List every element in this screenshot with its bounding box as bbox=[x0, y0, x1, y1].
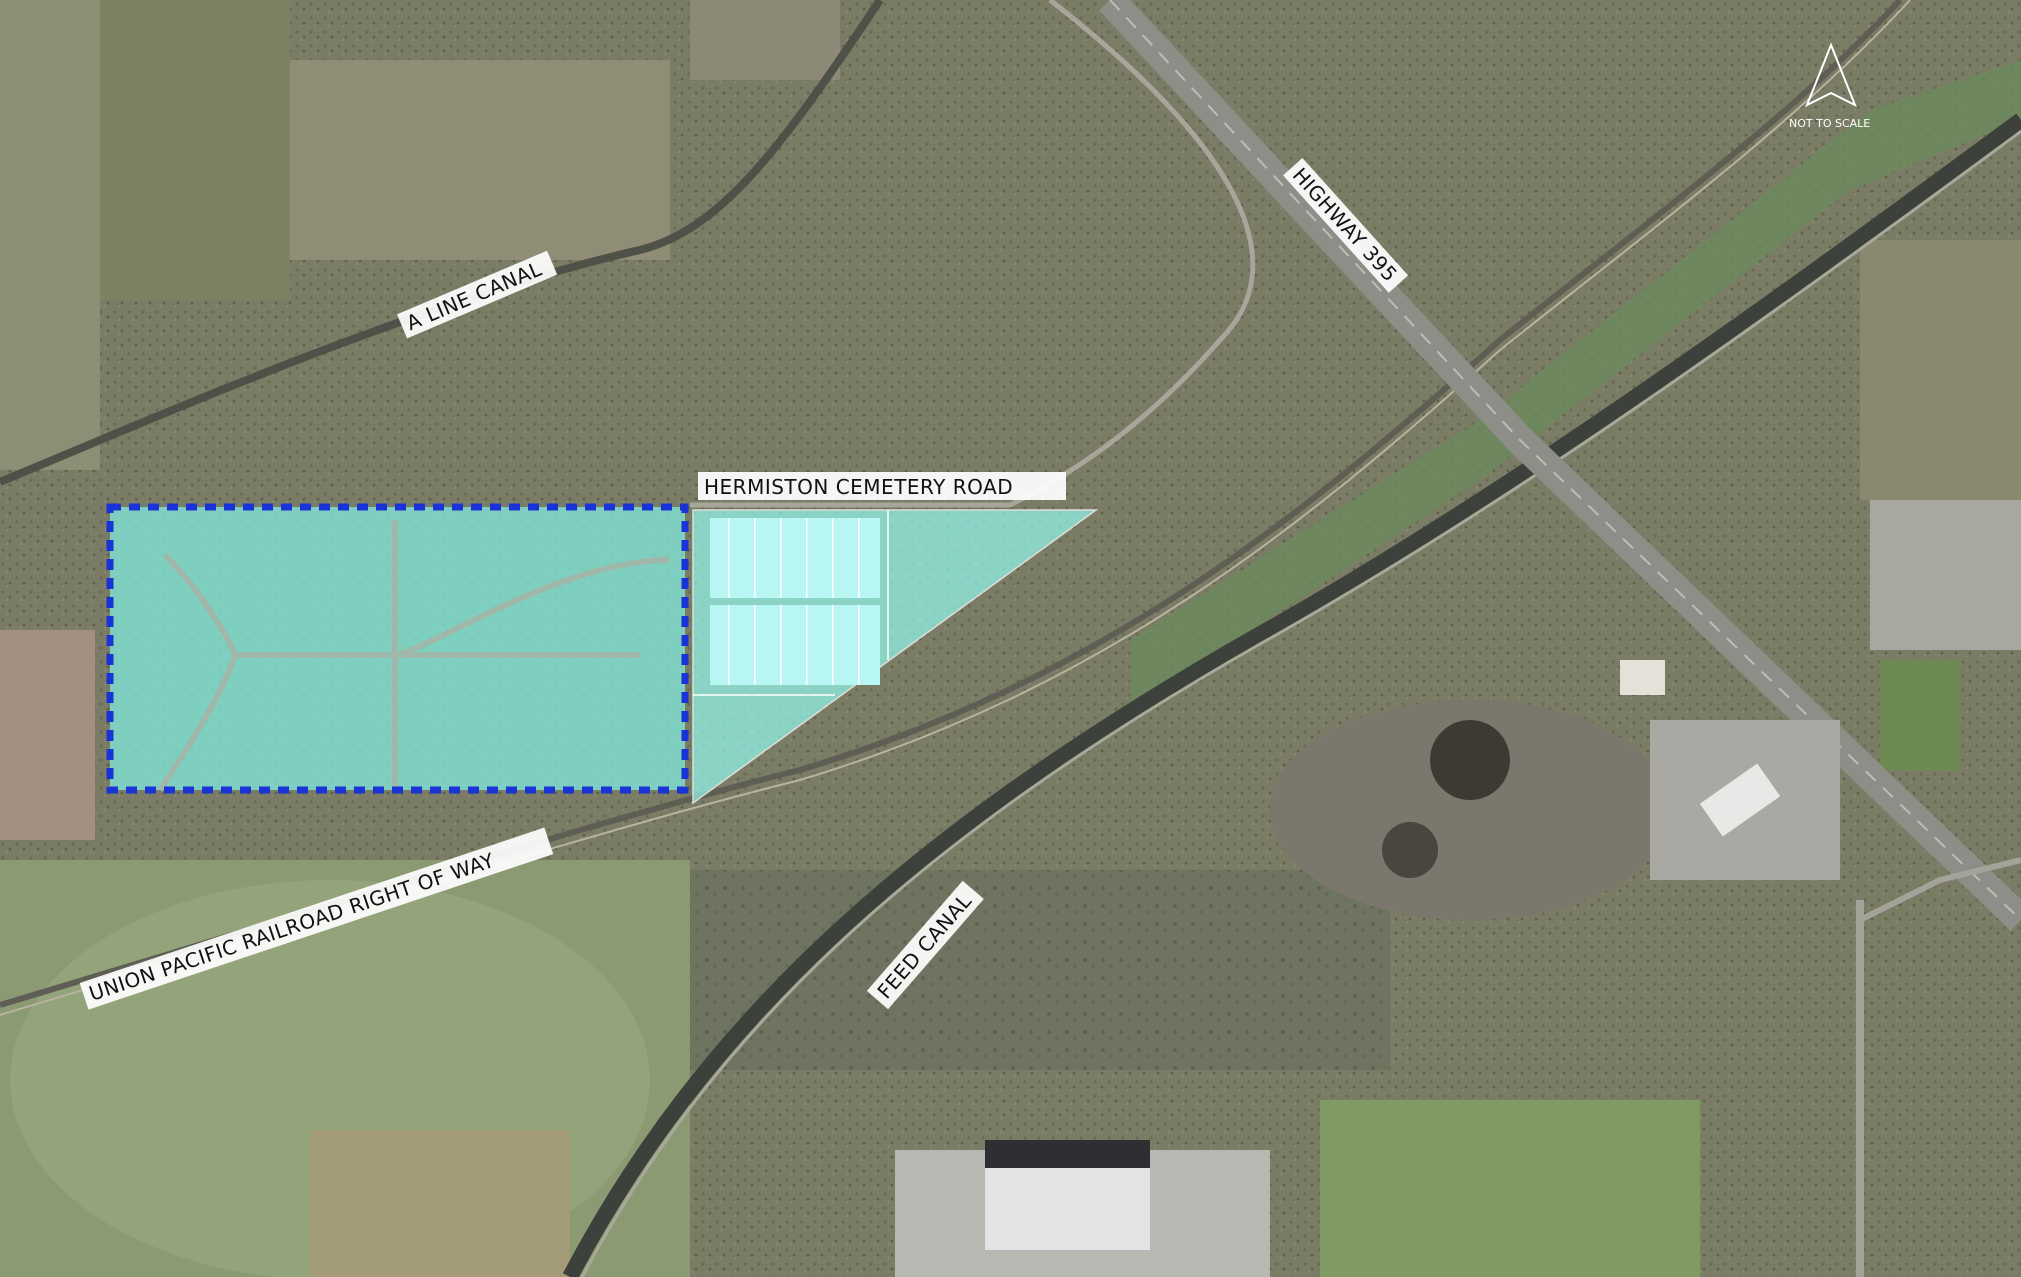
grid-block-lower bbox=[710, 605, 880, 685]
quarry-dark-pile-2 bbox=[1382, 822, 1438, 878]
green-field-lower bbox=[1320, 1100, 1700, 1277]
feed-canal-bank bbox=[580, 129, 2021, 1277]
rv-park bbox=[1870, 500, 2021, 650]
north-arrow-icon bbox=[1805, 42, 1857, 108]
green-lot-right bbox=[1880, 660, 1960, 770]
green-strip-rail bbox=[1130, 60, 2021, 710]
cemetery-path bbox=[157, 520, 671, 792]
plowed-field bbox=[0, 630, 95, 840]
field-top bbox=[290, 60, 670, 260]
a-line-canal bbox=[0, 0, 884, 486]
scale-note: NOT TO SCALE bbox=[1789, 117, 1870, 130]
curved-road bbox=[690, 0, 1256, 508]
feed-canal bbox=[562, 113, 2021, 1277]
field-top-middle bbox=[690, 0, 840, 80]
road-east bbox=[1858, 857, 2021, 923]
quarry-dark-pile bbox=[1430, 720, 1510, 800]
building-east bbox=[1620, 660, 1665, 695]
label-hermiston-cemetery-road-text: HERMISTON CEMETERY ROAD bbox=[704, 475, 1013, 499]
field-right bbox=[1860, 240, 2021, 500]
quarry-area bbox=[1270, 700, 1670, 920]
grid-block-upper bbox=[710, 518, 880, 598]
field-top-left bbox=[0, 0, 100, 470]
field-strip bbox=[310, 1130, 570, 1277]
gas-station-canopy bbox=[1699, 763, 1781, 837]
residential-area bbox=[100, 0, 290, 300]
north-arrow: NOT TO SCALE bbox=[1789, 42, 1870, 130]
label-hermiston-cemetery-road: HERMISTON CEMETERY ROAD bbox=[698, 472, 1066, 500]
cemetery-boundary bbox=[106, 503, 689, 794]
warehouse-roof-dark bbox=[985, 1140, 1150, 1168]
highway-395-center bbox=[1109, 0, 2021, 921]
